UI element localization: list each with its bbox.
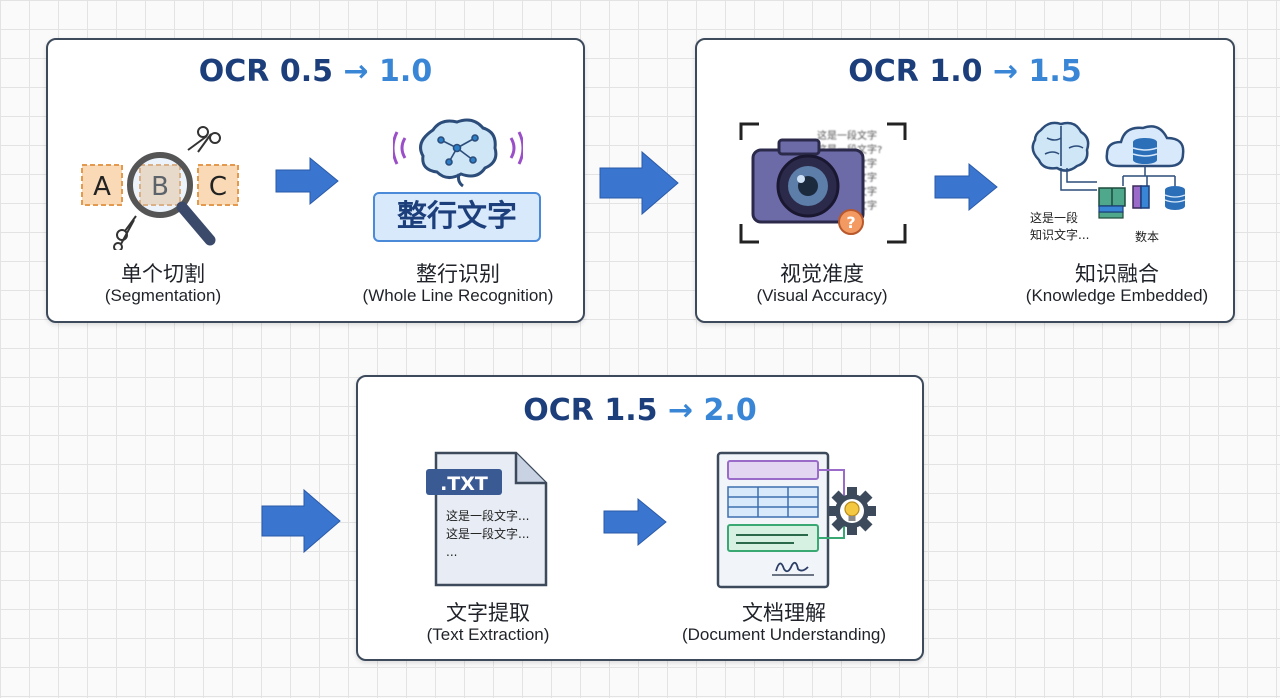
label-zh: 文档理解: [742, 601, 826, 625]
step-label-whole-line: 整行识别 (Whole Line Recognition): [338, 262, 578, 306]
scissors-icon: [113, 215, 137, 250]
panel-title: OCR 0.5 → 1.0: [48, 54, 583, 89]
title-arrow: →: [992, 54, 1019, 89]
step-label-document-understanding: 文档理解 (Document Understanding): [654, 601, 914, 645]
knowledge-line: 知识文字...: [1030, 228, 1090, 242]
step-label-text-extraction: 文字提取 (Text Extraction): [398, 601, 578, 645]
stage-panel-ocr-1.5-2.0: OCR 1.5 → 2.0 .TXT 这是一段文字... 这是一段文字... .…: [356, 375, 924, 661]
brain-icon: [393, 118, 523, 188]
letter-c: C: [209, 172, 227, 202]
label-en: (Knowledge Embedded): [1025, 286, 1209, 306]
label-en: (Text Extraction): [426, 625, 550, 645]
title-from: OCR 0.5: [198, 54, 333, 89]
knowledge-icon: [1031, 121, 1186, 219]
flow-arrow: [599, 150, 679, 216]
camera-icon: ?: [739, 122, 907, 244]
segmentation-icon: A B C: [81, 126, 239, 250]
label-zh: 文字提取: [446, 601, 530, 625]
step-label-knowledge: 知识融合 (Knowledge Embedded): [997, 262, 1237, 306]
letter-b: B: [151, 172, 169, 202]
step-label-visual-accuracy: 视觉准度 (Visual Accuracy): [727, 262, 917, 306]
panel-title: OCR 1.0 → 1.5: [697, 54, 1233, 89]
label-zh: 知识融合: [1075, 262, 1159, 286]
label-en: (Visual Accuracy): [756, 286, 888, 306]
label-en: (Document Understanding): [681, 625, 887, 645]
signature-mark: [775, 561, 809, 573]
label-zh: 视觉准度: [780, 262, 864, 286]
file-line: 这是一段文字...: [446, 527, 530, 541]
flow-arrow: [934, 162, 998, 212]
file-tag: .TXT: [440, 473, 488, 495]
blur-line: 这是一段文字: [817, 131, 877, 142]
flow-arrow: [261, 488, 341, 554]
card-text: 整行文字: [397, 199, 517, 234]
label-en: (Whole Line Recognition): [362, 286, 554, 306]
data-label: 数本: [1135, 230, 1160, 244]
database-icon: [1164, 186, 1186, 210]
title-to: 1.0: [379, 54, 433, 89]
stage-panel-ocr-1.0-1.5: OCR 1.0 → 1.5 这是一段文字 这是一段文字? 这是一段文字 这是一段…: [695, 38, 1235, 323]
cloud-database-icon: [1105, 125, 1185, 168]
step-label-segmentation: 单个切割 (Segmentation): [78, 262, 248, 306]
label-zh: 整行识别: [416, 262, 500, 286]
file-line: 这是一段文字...: [446, 509, 530, 523]
gear-lightbulb-icon: [828, 487, 876, 535]
title-to: 1.5: [1028, 54, 1082, 89]
flow-arrow: [275, 156, 339, 206]
question-mark: ?: [846, 213, 855, 232]
knowledge-text: 这是一段 知识文字...: [1030, 210, 1089, 244]
title-arrow: →: [343, 54, 369, 89]
books-icon: [1098, 185, 1150, 219]
knowledge-line: 这是一段: [1030, 211, 1079, 225]
document-understanding-icon: [716, 451, 876, 589]
scissors-icon: [187, 126, 221, 153]
flow-arrow: [603, 497, 667, 547]
whole-line-card: 整行文字: [373, 192, 541, 242]
label-en: (Segmentation): [104, 286, 222, 306]
file-lines: 这是一段文字... 这是一段文字... ...: [446, 507, 529, 561]
stage-panel-ocr-0.5-1.0: OCR 0.5 → 1.0 A B C: [46, 38, 585, 323]
magnifier-icon: [127, 152, 216, 246]
title-arrow: →: [667, 393, 694, 428]
label-zh: 单个切割: [121, 262, 205, 286]
title-to: 2.0: [703, 393, 757, 428]
brain-icon: [1031, 121, 1090, 172]
title-from: OCR 1.0: [848, 54, 983, 89]
file-line: ...: [446, 545, 458, 559]
title-from: OCR 1.5: [523, 393, 658, 428]
txt-file-icon: [426, 451, 548, 587]
panel-title: OCR 1.5 → 2.0: [358, 393, 922, 428]
letter-a: A: [93, 172, 111, 202]
